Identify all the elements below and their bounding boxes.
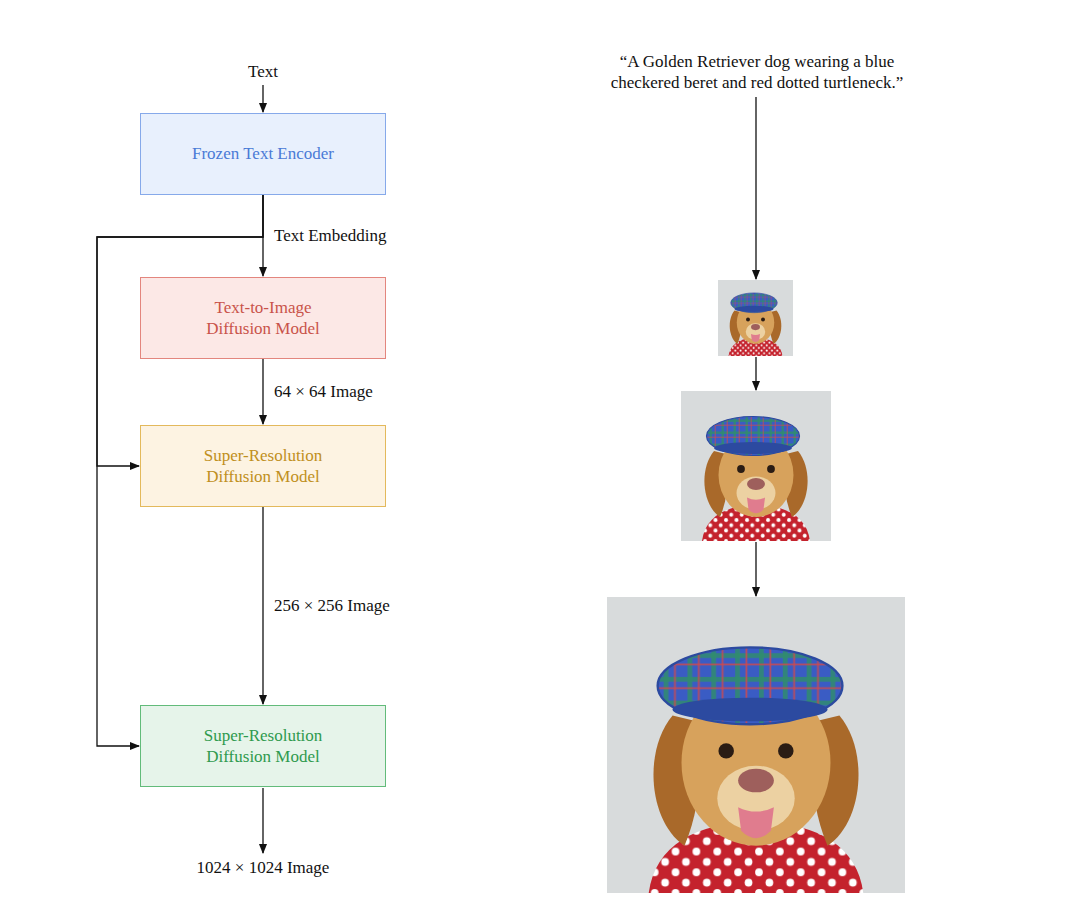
connector-arrow: [262, 507, 263, 704]
box-label: Super-Resolution Diffusion Model: [188, 725, 338, 768]
edge-label: 256 × 256 Image: [272, 596, 392, 616]
dog-image-medium: [681, 391, 831, 541]
dog-image-large: [607, 597, 905, 893]
output-label: 1024 × 1024 Image: [143, 857, 383, 878]
super-resolution-box: Super-Resolution Diffusion Model: [140, 705, 386, 787]
upscale-arrow: [755, 542, 756, 596]
diffusion-box: Text-to-Image Diffusion Model: [140, 277, 386, 359]
upscale-arrow: [755, 357, 756, 390]
output-arrow: [262, 788, 263, 853]
super-resolution-box: Super-Resolution Diffusion Model: [140, 425, 386, 507]
prompt-arrow: [755, 97, 756, 279]
box-label: Frozen Text Encoder: [192, 143, 334, 164]
box-label: Super-Resolution Diffusion Model: [188, 445, 338, 488]
connector-arrow: [262, 359, 263, 424]
prompt-text: “A Golden Retriever dog wearing a blue c…: [587, 51, 927, 94]
edge-label: 64 × 64 Image: [272, 382, 375, 402]
input-label: Text: [203, 61, 323, 82]
encoder-box: Frozen Text Encoder: [140, 113, 386, 195]
box-label: Text-to-Image Diffusion Model: [188, 297, 338, 340]
input-arrow: [262, 85, 263, 112]
edge-label: Text Embedding: [272, 226, 389, 246]
dog-image-small: [718, 280, 793, 356]
